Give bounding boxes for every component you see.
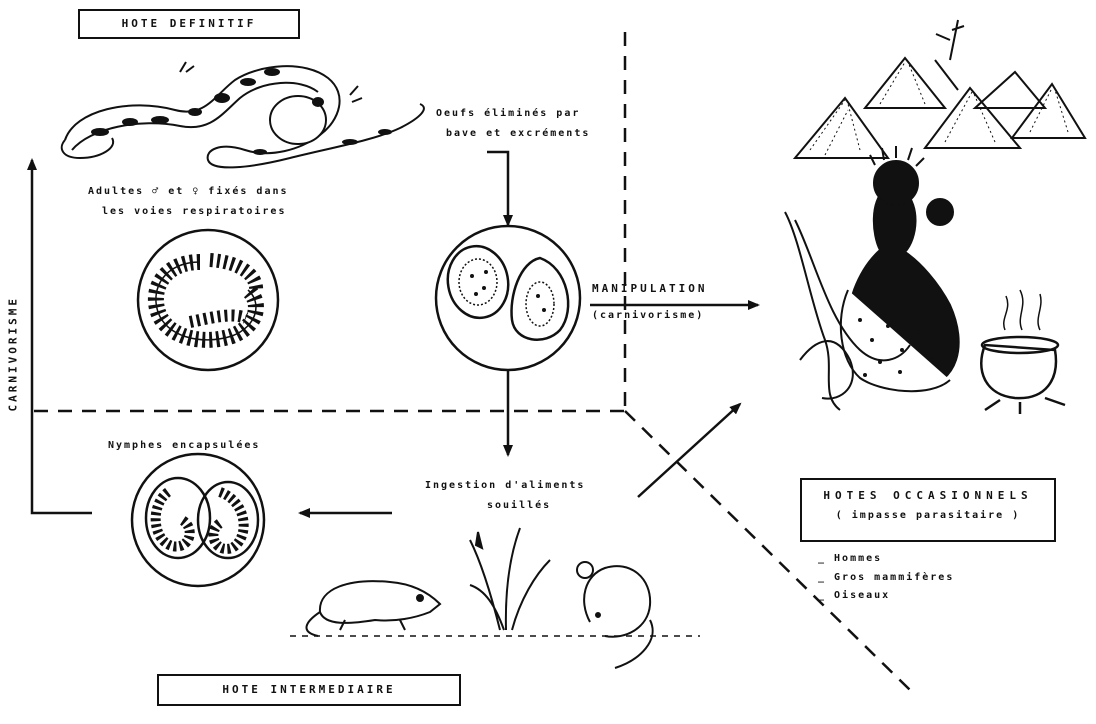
host-occasionnels-subtitle: ( impasse parasitaire )	[802, 510, 1054, 521]
host-occasionnels-title: HOTES OCCASIONNELS	[802, 489, 1054, 502]
manipulation-label: MANIPULATION	[592, 282, 707, 295]
ingestion-caption-line2: souillés	[487, 500, 551, 511]
arrow-eggs-down	[487, 152, 508, 225]
occasional-host-humans: _ Hommes	[818, 553, 882, 564]
eggs-caption-line1: Oeufs éliminés par	[436, 108, 580, 119]
grass-icon	[470, 528, 550, 630]
egg-icon	[436, 226, 580, 370]
arrow-to-occasional-hosts	[638, 404, 740, 497]
occasional-host-birds: _ Oiseaux	[818, 590, 890, 601]
cooking-pot-icon	[981, 290, 1065, 414]
nymph-icon	[132, 454, 264, 586]
nymphs-caption: Nymphes encapsulées	[108, 440, 260, 451]
host-occasionnels-box: HOTES OCCASIONNELS ( impasse parasitaire…	[800, 478, 1056, 542]
adults-caption-line2: les voies respiratoires	[102, 206, 286, 217]
arrow-carnivorisme	[32, 160, 92, 513]
eggs-caption-line2: bave et excréments	[446, 128, 590, 139]
village-huts-icon	[795, 20, 1085, 158]
carnivorisme-paren-label: (carnivorisme)	[592, 310, 704, 321]
host-intermediaire-box: HOTE INTERMEDIAIRE	[157, 674, 461, 706]
divider-diagonal	[625, 411, 910, 690]
occasional-host-large-mammals: _ Gros mammifères	[818, 572, 954, 583]
ingestion-caption-line1: Ingestion d'aliments	[425, 480, 585, 491]
adults-caption-line1: Adultes ♂ et ♀ fixés dans	[88, 186, 289, 197]
host-intermediaire-label: HOTE INTERMEDIAIRE	[222, 683, 395, 696]
host-definitif-label: HOTE DEFINITIF	[122, 17, 257, 30]
adult-worm-icon	[138, 230, 278, 370]
person-icon	[785, 146, 959, 410]
snake-icon	[62, 62, 424, 167]
host-definitif-box: HOTE DEFINITIF	[78, 9, 300, 39]
carnivorisme-vertical-label: CARNIVORISME	[7, 302, 20, 412]
mouse-icon	[577, 562, 653, 668]
